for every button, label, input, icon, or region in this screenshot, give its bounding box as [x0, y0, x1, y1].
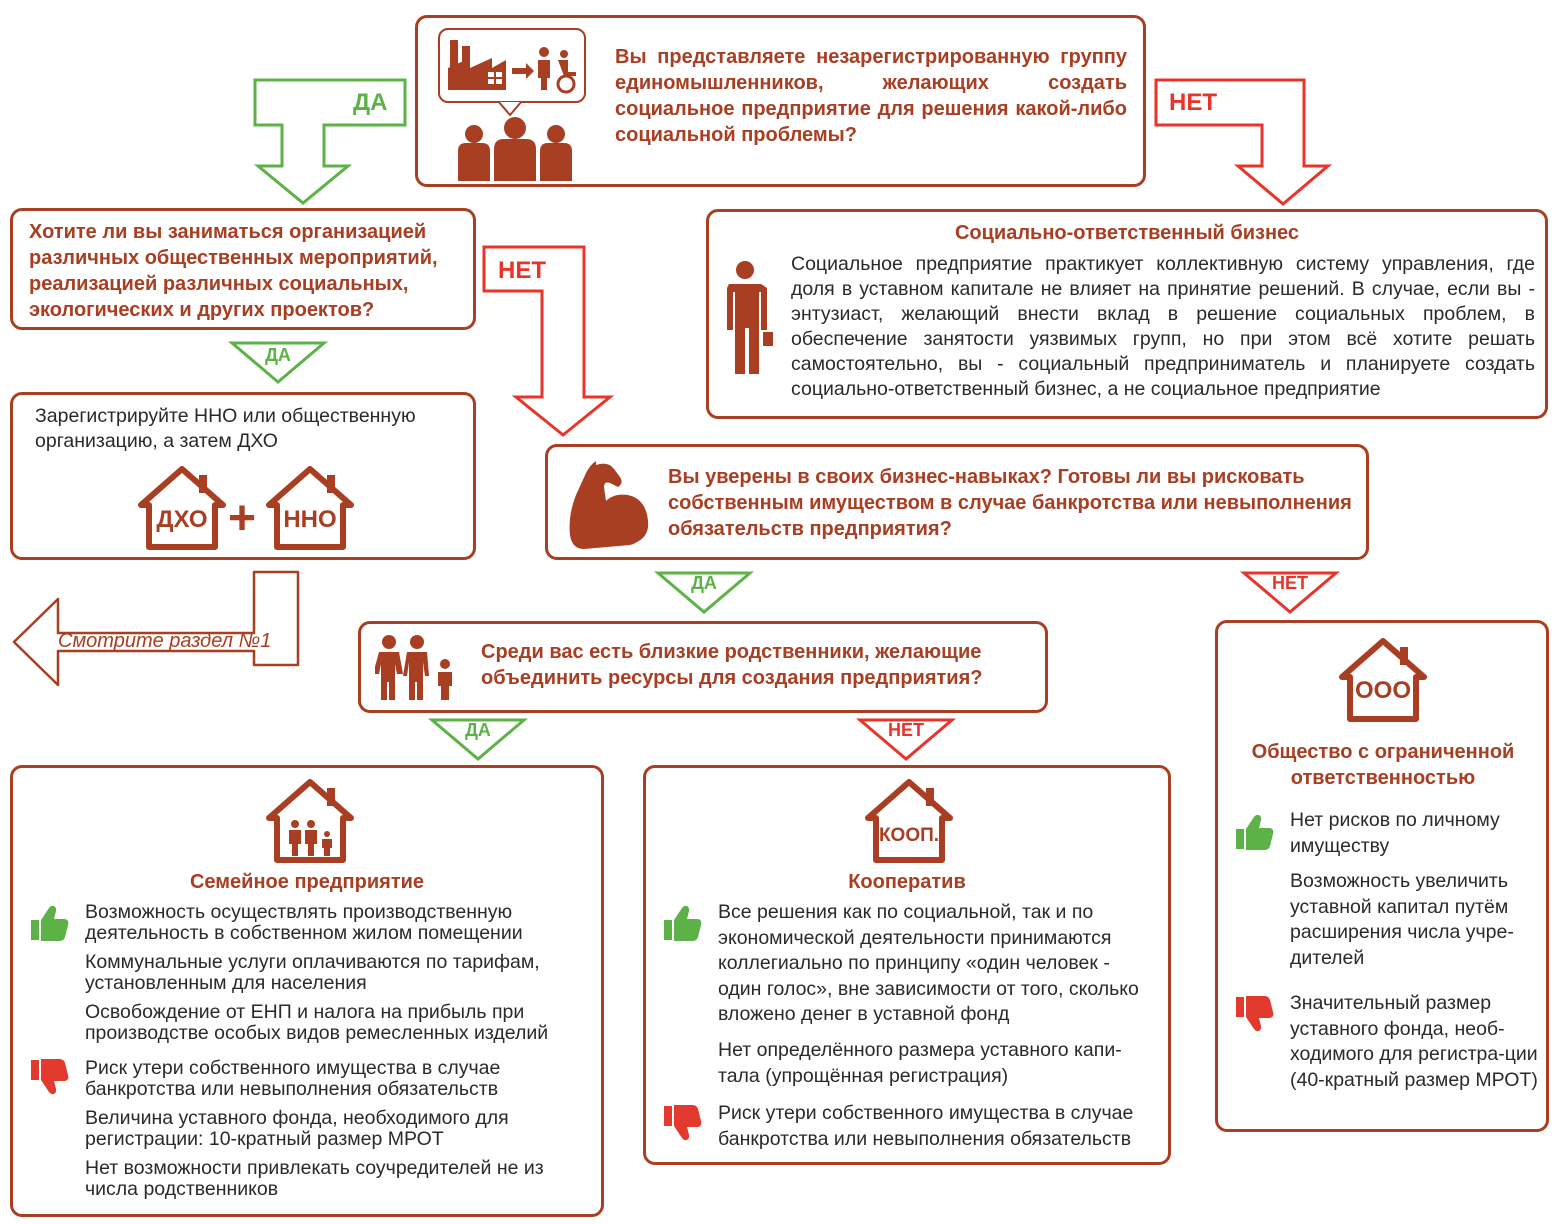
no-label-top: НЕТ [1169, 89, 1217, 116]
nno-house-label: ННО [283, 506, 337, 533]
thumbs-up-icon [664, 905, 702, 941]
thumbs-down-icon [664, 1105, 702, 1141]
family-enterprise-box: Семейное предприятие Возможность осущест… [10, 765, 604, 1217]
yes-label-q2: ДА [265, 345, 291, 365]
nno-house-icon [266, 466, 354, 550]
top-question-text: Вы представляете незарегистрированную гр… [615, 46, 1127, 146]
q3-question-box: Вы уверены в своих бизнес-навыках? Готов… [545, 444, 1369, 560]
yes-label-q3: ДА [691, 573, 717, 593]
no-label-mid: НЕТ [498, 257, 546, 284]
thumbs-down-icon [31, 1059, 69, 1095]
llc-house-icon [1339, 638, 1427, 722]
family-con-1: Риск утери собственного имущества в случ… [85, 1057, 501, 1100]
plus-icon: + [228, 492, 257, 545]
see-section-text: Смотрите раздел №1 [58, 630, 272, 652]
q4-question-text: Среди вас есть близкие родственники, жел… [481, 641, 983, 689]
yes-label-top: ДА [353, 89, 388, 116]
no-arrow-q4 [855, 718, 957, 761]
nko-text: Зарегистрируйте ННО или общественную орг… [35, 405, 416, 452]
family-con-2: Величина уставного фонда, необходимого д… [85, 1107, 509, 1150]
llc-title: Общество с ограниченной ответственностью [1251, 741, 1515, 789]
csr-title: Социально-ответственный бизнес [954, 222, 1300, 244]
q3-question-text: Вы уверены в своих бизнес-навыках? Готов… [668, 466, 1352, 540]
family-icon [375, 635, 452, 700]
yes-arrow-q4 [427, 718, 529, 761]
family-pro-2: Коммунальные услуги оплачиваются по тари… [85, 951, 540, 994]
dho-house-label: ДХО [156, 506, 208, 533]
businessman-icon [727, 261, 773, 374]
coop-title: Кооператив [848, 871, 966, 893]
muscle-arm-icon [569, 461, 649, 549]
no-arrow-q3 [1239, 571, 1341, 614]
q4-question-box: Среди вас есть близкие родственники, жел… [358, 621, 1048, 713]
no-label-q4: НЕТ [888, 720, 924, 740]
thumbs-up-icon [31, 905, 69, 941]
cooperative-box: КООП. Кооператив Все решения как по соци… [643, 765, 1171, 1165]
family-con-3: Нет возможности привлекать соучредителей… [85, 1157, 544, 1200]
no-label-q3: НЕТ [1272, 573, 1308, 593]
see-section-arrow [12, 570, 300, 687]
coop-house-label: КООП. [878, 825, 940, 846]
thumbs-down-icon [1236, 996, 1274, 1032]
yes-label-q4: ДА [465, 720, 491, 740]
thumbs-up-icon [1236, 814, 1274, 850]
csr-text: Социальное предприятие практикует коллек… [791, 253, 1535, 400]
top-question-box: Вы представляете незарегистрированную гр… [415, 15, 1146, 187]
dho-house-icon [138, 466, 226, 550]
q2-question-text: Хотите ли вы заниматься организацией раз… [29, 221, 438, 321]
llc-pro-2: Возможность увеличить уставной капитал п… [1290, 870, 1514, 969]
coop-pro-2: Нет определённого размера уставного капи… [718, 1039, 1122, 1087]
nko-box: Зарегистрируйте ННО или общественную орг… [10, 392, 476, 560]
llc-pro-1: Нет рисков по личному имуществу [1290, 809, 1500, 857]
family-house-icon [266, 779, 354, 863]
llc-house-label: ООО [1354, 677, 1411, 704]
family-title: Семейное предприятие [189, 871, 425, 893]
group-people-icon [458, 117, 572, 181]
family-pro-3: Освобождение от ЕНП и налога на прибыль … [85, 1001, 549, 1044]
no-arrow-top [1154, 78, 1333, 206]
yes-arrow-q2 [227, 341, 329, 384]
speech-pointer-icon [498, 101, 522, 117]
llc-box: ООО Общество с ограниченной ответственно… [1215, 620, 1549, 1132]
factory-to-people-icon [438, 28, 586, 103]
coop-con-1: Риск утери собственного имущества в случ… [718, 1102, 1134, 1150]
family-pro-1: Возможность осуществлять производственну… [85, 901, 523, 944]
llc-con-1: Значительный размер уставного фонда, нео… [1290, 992, 1538, 1091]
yes-arrow-q3 [653, 571, 755, 614]
coop-house-icon [865, 779, 953, 863]
csr-box: Социально-ответственный бизнес Социально… [706, 209, 1548, 419]
no-arrow-mid [482, 245, 615, 437]
q2-question-box: Хотите ли вы заниматься организацией раз… [10, 208, 476, 330]
coop-pro-1: Все решения как по социальной, так и по … [718, 901, 1139, 1025]
yes-arrow-top [253, 78, 407, 205]
